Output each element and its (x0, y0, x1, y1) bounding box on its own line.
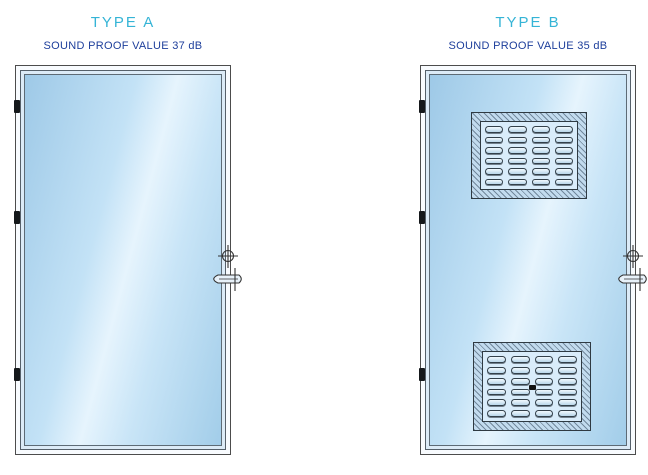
door-leaf (20, 70, 226, 450)
hinge-icon (14, 211, 20, 224)
door-figure-type-b: TYPE B SOUND PROOF VALUE 35 dB (419, 10, 647, 455)
louver-slat (487, 366, 506, 374)
louver-slat (554, 178, 573, 185)
louver-slat (554, 126, 573, 133)
door-type-a-subtitle: SOUND PROOF VALUE 37 dB (43, 40, 203, 52)
louver-slat (558, 356, 577, 363)
louver-slat (487, 399, 506, 407)
louver-slat (510, 366, 530, 374)
louver-slat (485, 168, 504, 175)
hinge-icon (14, 368, 20, 381)
louver-slat (487, 377, 506, 385)
louver-slat (485, 136, 504, 143)
louver-slat (554, 157, 573, 164)
hinge-icon (419, 100, 425, 113)
louver-slat (558, 366, 577, 374)
louver-slat (531, 157, 550, 164)
louver-grid (480, 121, 578, 190)
louver-slat (531, 178, 550, 185)
louver-slat (485, 147, 504, 154)
louver-slat (534, 399, 554, 407)
door-type-a-title: TYPE A (90, 14, 156, 31)
hinge-icon (419, 211, 425, 224)
louver-slat (534, 388, 554, 396)
louver-slat (485, 178, 504, 185)
louver-vent-bottom (473, 342, 591, 431)
louver-grid (482, 351, 582, 422)
louver-slat (510, 388, 530, 396)
louver-slat (508, 136, 527, 143)
louver-slat (485, 157, 504, 164)
louver-slat (531, 147, 550, 154)
door-type-b-subtitle: SOUND PROOF VALUE 35 dB (448, 40, 608, 52)
louver-slat (531, 136, 550, 143)
door-handle-icon (213, 245, 242, 291)
door-type-b-drawing (419, 65, 647, 455)
louver-slat (508, 168, 527, 175)
louver-slat (508, 178, 527, 185)
louver-slat (531, 168, 550, 175)
center-fastener-dot (529, 384, 536, 390)
louver-slat (534, 377, 554, 385)
louver-slat (554, 147, 573, 154)
louver-slat (485, 126, 504, 133)
louver-slat (534, 410, 554, 417)
hinge-icon (14, 100, 20, 113)
door-figure-type-a: TYPE A SOUND PROOF VALUE 37 dB (14, 10, 242, 455)
louver-slat (554, 168, 573, 175)
louver-slat (558, 410, 577, 417)
door-panel (24, 74, 222, 446)
louver-slat (508, 157, 527, 164)
louver-slat (558, 377, 577, 385)
louver-slat (558, 399, 577, 407)
louver-slat (510, 399, 530, 407)
louver-slat (508, 147, 527, 154)
louver-slat (487, 410, 506, 417)
louver-slat (534, 366, 554, 374)
louver-slat (510, 377, 530, 385)
louver-slat (554, 136, 573, 143)
louver-slat (487, 356, 506, 363)
hinge-icon (419, 368, 425, 381)
louver-slat (531, 126, 550, 133)
door-type-b-title: TYPE B (495, 14, 561, 31)
louver-slat (534, 356, 554, 363)
door-handle-icon (618, 245, 647, 291)
louver-vent-top (471, 112, 587, 199)
louver-slat (487, 388, 506, 396)
door-type-a-drawing (14, 65, 242, 455)
louver-slat (508, 126, 527, 133)
louver-slat (558, 388, 577, 396)
louver-slat (510, 356, 530, 363)
louver-slat (510, 410, 530, 417)
